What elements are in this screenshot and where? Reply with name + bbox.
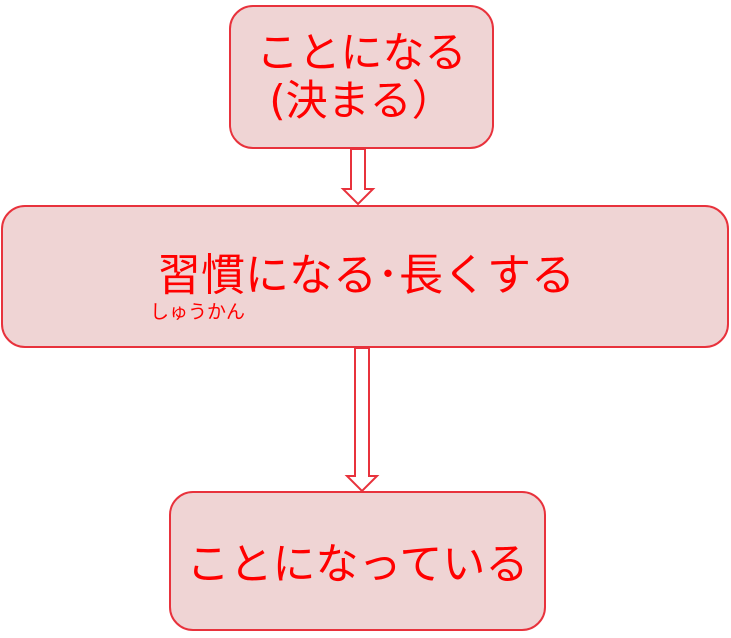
- arrow-down-2: [344, 347, 380, 493]
- node-koto-ni-naru: ことになる (決まる）: [229, 5, 494, 149]
- node-shuukan-reading: しゅうかん: [150, 301, 246, 323]
- node-shuukan-ni-naru: 習慣になる･長くする しゅうかん: [1, 205, 729, 348]
- node-koto-ni-natte-iru: ことになっている: [169, 491, 546, 631]
- arrow-down-1: [340, 148, 376, 206]
- node-koto-ni-naru-line1: ことになる: [256, 27, 467, 77]
- node-shuukan-main-text: 習慣になる･長くする: [157, 250, 575, 301]
- node-koto-ni-naru-line2: (決まる）: [269, 76, 454, 125]
- node-koto-ni-natte-iru-text: ことになっている: [186, 540, 529, 590]
